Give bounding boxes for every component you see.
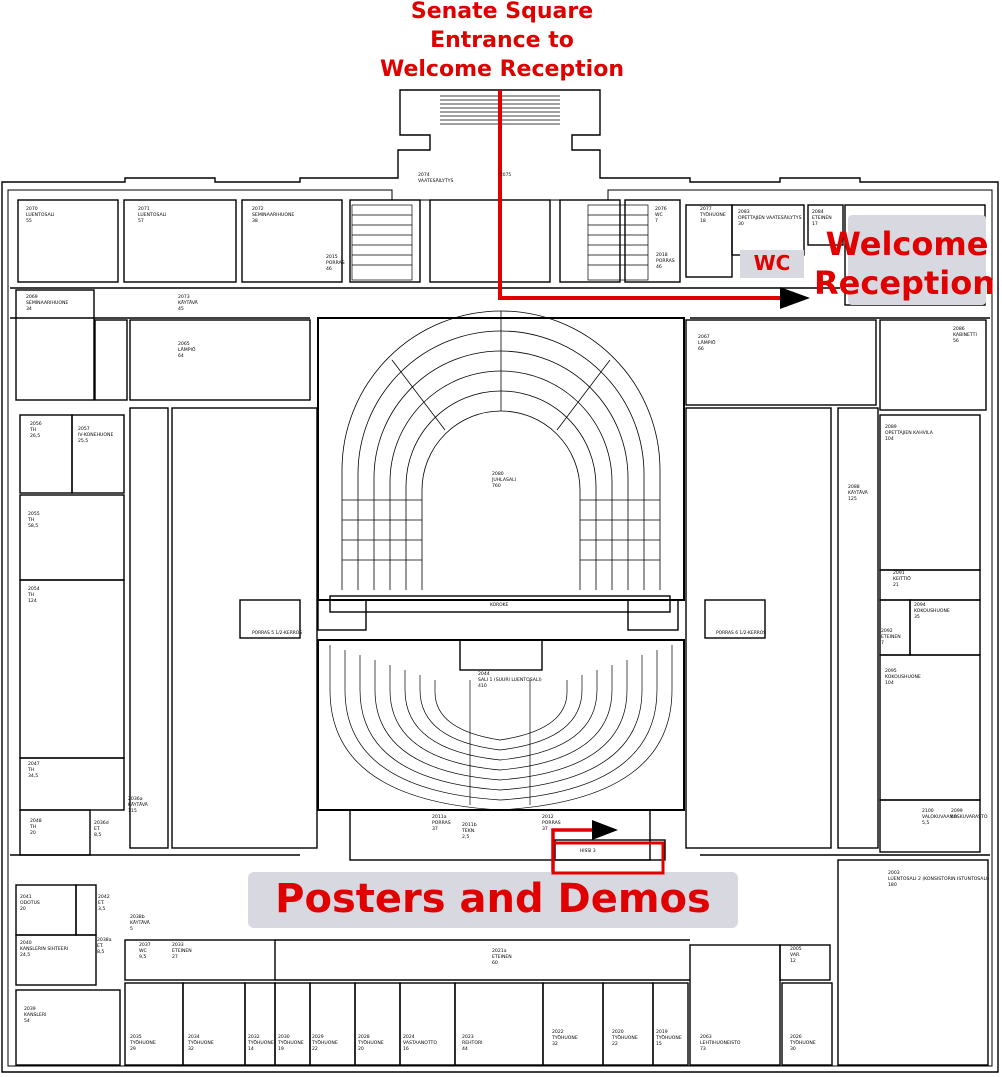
wc-highlight bbox=[740, 250, 804, 278]
stairwell-left bbox=[351, 204, 413, 281]
outer-wall bbox=[1, 89, 999, 1073]
entrance-label-line2: Entrance to bbox=[430, 28, 574, 53]
room-label-korokne: KOROKE bbox=[490, 602, 508, 608]
posters-demos-highlight bbox=[248, 872, 738, 928]
route-to-reception bbox=[498, 90, 790, 300]
welcome-reception-line1: Welcome bbox=[825, 225, 989, 263]
wc-label: WC bbox=[753, 251, 791, 275]
lecture-seating bbox=[329, 645, 673, 811]
posters-arrowhead bbox=[592, 820, 618, 840]
stairwell-right bbox=[587, 204, 649, 281]
welcome-reception-line2: Reception bbox=[814, 264, 995, 302]
room-label-hissi: HISSI 3 bbox=[580, 848, 596, 854]
posters-demos-label: Posters and Demos bbox=[275, 876, 711, 922]
hall-seating bbox=[341, 310, 661, 590]
room-label-r2075: 2075 bbox=[500, 172, 511, 178]
posters-marker-box bbox=[551, 841, 665, 875]
room-label-stair_left: PORRAS 5 1/2-KERROS bbox=[252, 630, 302, 636]
entrance-label-line3: Welcome Reception bbox=[379, 57, 624, 82]
entrance-label-line1: Senate Square bbox=[410, 0, 594, 24]
route-arrowhead bbox=[780, 287, 810, 309]
welcome-reception-highlight bbox=[848, 215, 986, 305]
room-label-stair_right: PORRAS 6 1/2-KERROS bbox=[716, 630, 766, 636]
